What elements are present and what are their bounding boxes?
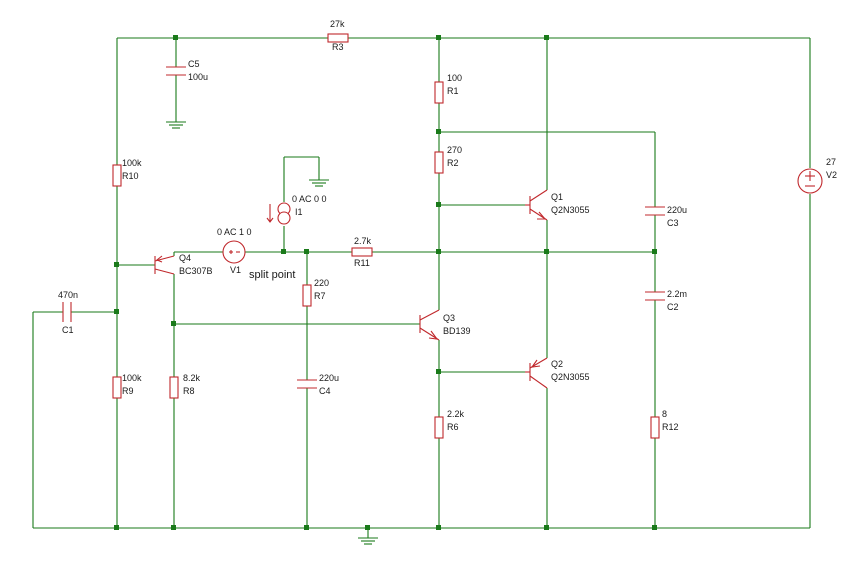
capacitor-c2[interactable]: 2.2m C2 — [645, 289, 687, 312]
current-source-i1[interactable]: 0 AC 0 0 I1 — [266, 194, 327, 225]
q1-name: Q1 — [551, 192, 563, 202]
transistor-q3[interactable]: Q3 BD139 — [419, 309, 471, 341]
v2-value: 27 — [826, 157, 836, 167]
q2-name: Q2 — [551, 359, 563, 369]
r2-value: 270 — [447, 145, 462, 155]
r1-name: R1 — [447, 86, 459, 96]
split-point-label: split point — [249, 269, 295, 281]
r1-value: 100 — [447, 73, 462, 83]
r3-value: 27k — [330, 19, 345, 29]
wires — [32, 37, 811, 538]
capacitor-c5[interactable]: C5 100u — [166, 59, 208, 82]
i1-value: 0 AC 0 0 — [292, 194, 327, 204]
i1-name: I1 — [295, 207, 303, 217]
r10-name: R10 — [122, 171, 139, 181]
r12-name: R12 — [662, 422, 679, 432]
r10-value: 100k — [122, 158, 142, 168]
resistor-r11[interactable]: 2.7k R11 — [351, 236, 373, 268]
ground-main — [358, 537, 378, 545]
r8-value: 8.2k — [183, 373, 201, 383]
r9-name: R9 — [122, 386, 134, 396]
ground-c5 — [166, 121, 186, 129]
r11-name: R11 — [354, 258, 370, 268]
c2-value: 2.2m — [667, 289, 687, 299]
r7-value: 220 — [314, 278, 329, 288]
r6-value: 2.2k — [447, 409, 465, 419]
c5-name: C5 — [188, 59, 200, 69]
c1-name: C1 — [62, 325, 74, 335]
q4-name: Q4 — [179, 253, 191, 263]
r3-name: R3 — [332, 42, 344, 52]
capacitor-c4[interactable]: 220u C4 — [297, 373, 339, 396]
junction-nodes — [114, 35, 657, 530]
q3-model: BD139 — [443, 326, 471, 336]
c1-value: 470n — [58, 290, 78, 300]
voltage-source-v1[interactable]: 0 AC 1 0 V1 — [217, 227, 252, 275]
q1-model: Q2N3055 — [551, 205, 590, 215]
resistor-r1[interactable]: 100 R1 — [434, 73, 462, 104]
r8-name: R8 — [183, 386, 195, 396]
c4-value: 220u — [319, 373, 339, 383]
resistor-r2[interactable]: 270 R2 — [434, 145, 462, 174]
q3-name: Q3 — [443, 313, 455, 323]
resistor-r6[interactable]: 2.2k R6 — [434, 409, 465, 439]
transistor-q1[interactable]: Q1 Q2N3055 — [525, 189, 590, 221]
resistor-r8[interactable]: 8.2k R8 — [169, 373, 201, 399]
q4-model: BC307B — [179, 266, 213, 276]
c3-value: 220u — [667, 205, 687, 215]
transistor-q2[interactable]: Q2 Q2N3055 — [525, 357, 590, 389]
capacitor-c1[interactable]: 470n C1 — [58, 290, 78, 335]
resistor-r9[interactable]: 100k R9 — [112, 373, 142, 399]
r7-name: R7 — [314, 291, 326, 301]
resistor-r3[interactable]: 27k R3 — [327, 19, 349, 52]
transistor-q4[interactable]: Q4 BC307B — [154, 253, 213, 276]
v2-name: V2 — [826, 170, 837, 180]
c3-name: C3 — [667, 218, 679, 228]
resistor-r12[interactable]: 8 R12 — [650, 409, 679, 439]
c5-value: 100u — [188, 72, 208, 82]
voltage-source-v2[interactable]: 27 V2 — [797, 157, 837, 194]
v1-name: V1 — [230, 265, 241, 275]
r11-value: 2.7k — [354, 236, 372, 246]
r2-name: R2 — [447, 158, 459, 168]
r6-name: R6 — [447, 422, 459, 432]
resistor-r10[interactable]: 100k R10 — [112, 158, 142, 187]
q2-model: Q2N3055 — [551, 372, 590, 382]
resistor-r7[interactable]: 220 R7 — [302, 278, 329, 307]
c4-name: C4 — [319, 386, 331, 396]
capacitor-c3[interactable]: 220u C3 — [645, 205, 687, 228]
ground-i1 — [309, 179, 329, 187]
r12-value: 8 — [662, 409, 667, 419]
v1-value: 0 AC 1 0 — [217, 227, 252, 237]
r9-value: 100k — [122, 373, 142, 383]
c2-name: C2 — [667, 302, 679, 312]
